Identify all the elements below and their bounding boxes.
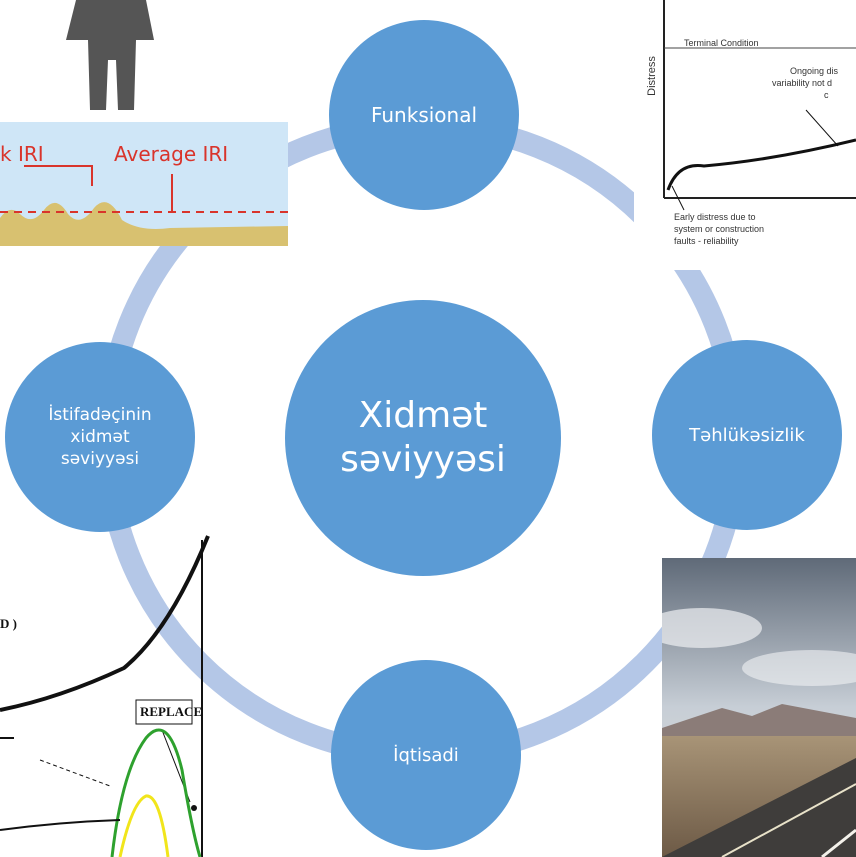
replace-panel: D ) REPLACE — [0, 530, 245, 857]
center-node: Xidmət səviyyəsi — [285, 300, 561, 576]
node-user-label-2: xidmət — [70, 427, 130, 447]
early-distress-label-1: Early distress due to — [674, 212, 756, 222]
node-user-label-1: İstifadəçinin — [48, 405, 152, 425]
node-functional-label: Funksional — [370, 103, 478, 127]
center-label-2: səviyyəsi — [340, 439, 506, 480]
early-distress-label-2: system or construction — [674, 224, 765, 234]
iri-profile-graphic — [0, 165, 288, 246]
distress-axis-label: Distress — [645, 56, 658, 96]
ongoing-label-2: variability not d — [772, 78, 833, 88]
road-photo — [662, 558, 856, 857]
road-landscape-graphic — [662, 558, 856, 857]
ongoing-label-1: Ongoing dis — [790, 66, 839, 76]
replace-label: REPLACE — [140, 704, 203, 719]
early-distress-label-3: faults - reliability — [674, 236, 739, 246]
node-user-service-level: İstifadəçinin xidmət səviyyəsi — [5, 342, 195, 532]
iri-average-label: Average IRI — [114, 142, 229, 166]
distress-curve-graphic — [663, 0, 856, 211]
ongoing-label-3: c — [824, 90, 829, 100]
iri-panel: k IRI Average IRI — [0, 122, 288, 246]
node-safety-label: Təhlükəsizlik — [689, 424, 805, 446]
terminal-condition-label: Terminal Condition — [684, 38, 759, 48]
node-functional: Funksional — [329, 20, 519, 210]
node-user-label-3: səviyyəsi — [60, 449, 140, 469]
distress-panel: Distress Terminal Condition Ongoing dis … — [634, 0, 856, 270]
node-economic-label: İqtisadi — [393, 744, 459, 766]
node-economic: İqtisadi — [331, 660, 521, 850]
person-silhouette-icon — [66, 0, 154, 110]
replace-curves-graphic — [0, 535, 210, 857]
center-label-1: Xidmət — [358, 395, 488, 436]
iri-peak-label: k IRI — [0, 142, 44, 166]
replace-fragment-label: D ) — [0, 616, 17, 631]
node-safety: Təhlükəsizlik — [652, 340, 842, 530]
